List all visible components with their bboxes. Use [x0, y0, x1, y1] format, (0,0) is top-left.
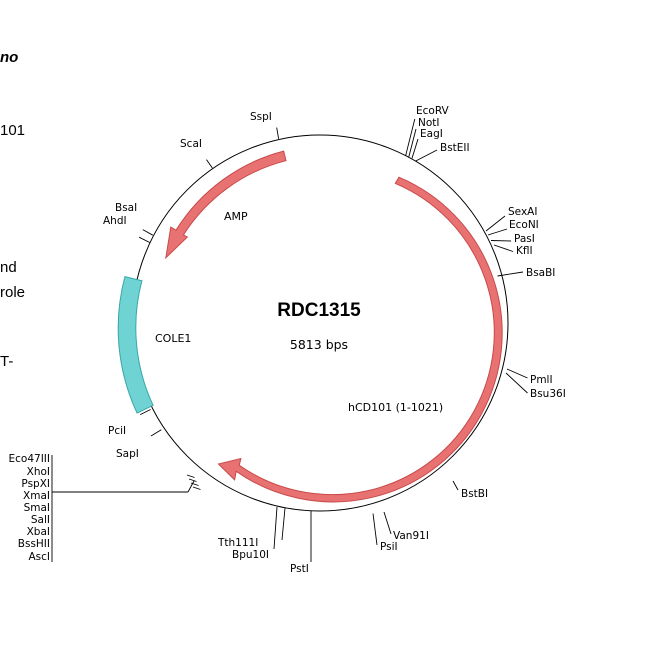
mcs-label: AscI [28, 551, 50, 563]
side-text-3: nd [0, 259, 17, 276]
amp-arrow [165, 150, 287, 260]
site-label-sspi: SspI [250, 111, 272, 123]
site-label-pasi: PasI [514, 233, 535, 245]
site-label-econi: EcoNI [509, 219, 539, 231]
mcs-label: SmaI [24, 502, 50, 514]
site-label-bpu10i: Bpu10I [232, 549, 269, 561]
feature-label-cole1: COLE1 [155, 332, 191, 345]
mcs-label: XbaI [27, 526, 50, 538]
mcs-label: BssHII [18, 538, 50, 550]
mcs-label: Eco47III [9, 453, 50, 465]
site-label-kfli: KflI [516, 245, 533, 257]
side-text-2: 101 [0, 122, 25, 139]
feature-label-hcd101: hCD101 (1-1021) [348, 401, 443, 414]
site-label-tth111i: Tth111I [217, 537, 258, 549]
site-label-bstbi: BstBI [461, 488, 488, 500]
mcs-label: XmaI [23, 490, 50, 502]
site-label-pmli: PmlI [530, 374, 553, 386]
site-label-psii: PsiI [380, 541, 398, 553]
mcs-label: SalI [31, 514, 50, 526]
site-label-bsu36i: Bsu36I [530, 388, 566, 400]
site-ticks [138, 118, 528, 562]
plasmid-size: 5813 bps [290, 337, 348, 352]
mcs-label: PspXI [21, 478, 50, 490]
site-label-sexai: SexAI [508, 206, 537, 218]
site-label-bsabi: BsaBI [526, 267, 555, 279]
site-label-ahdi: AhdI [103, 215, 127, 227]
side-text-1: no [0, 49, 18, 66]
site-label-psti: PstI [290, 563, 309, 575]
site-label-bsai: BsaI [115, 202, 137, 214]
mcs-label: XhoI [27, 466, 50, 478]
plasmid-name: RDC1315 [277, 300, 361, 321]
site-label-eagi: EagI [420, 128, 443, 140]
site-label-noti: NotI [418, 117, 440, 129]
site-label-van91i: Van91I [393, 530, 429, 542]
plasmid-backbone [131, 134, 509, 512]
feature-label-amp: AMP [224, 210, 248, 223]
site-label-ecorv: EcoRV [416, 105, 450, 117]
mcs-site-list: Eco47III XhoI PspXI XmaI SmaI SalI XbaI … [9, 453, 50, 563]
hcd101-arrow [217, 176, 503, 503]
site-label-scai: ScaI [180, 138, 202, 150]
side-text-5: T- [0, 353, 13, 370]
cole1-feature [117, 275, 154, 414]
site-label-sapi: SapI [116, 448, 139, 460]
site-label-pcii: PciI [108, 425, 126, 437]
mcs-bracket [51, 455, 195, 562]
site-label-bsteii: BstEII [440, 142, 470, 154]
side-text-4: role [0, 284, 25, 301]
